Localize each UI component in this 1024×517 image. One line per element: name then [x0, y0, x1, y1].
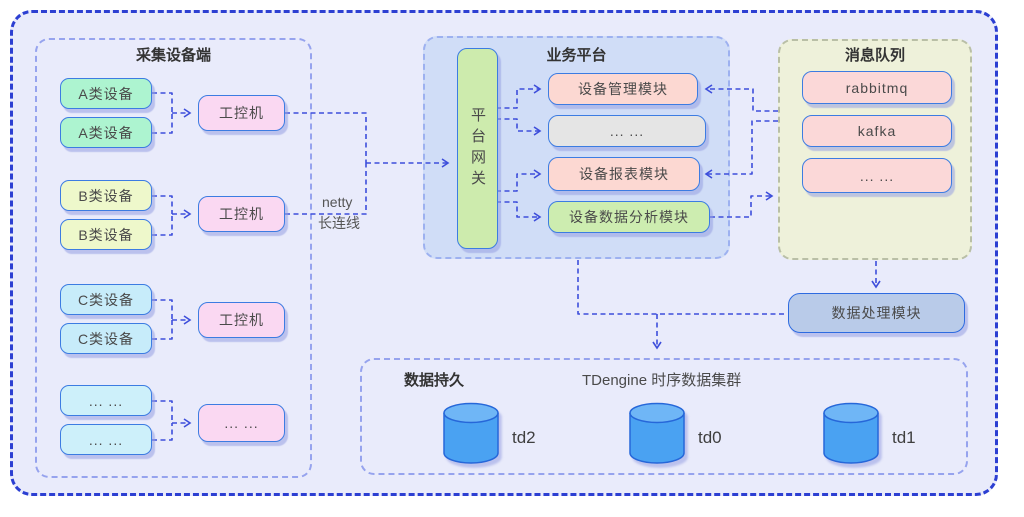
queue-panel-title: 消息队列 [844, 47, 905, 64]
business-panel-title: 业务平台 [546, 47, 607, 64]
queue-item-more: ... ... [802, 158, 952, 193]
database-icon [823, 402, 879, 464]
database-cylinder-td0 [628, 402, 686, 473]
ipc-box-more: ... ... [198, 404, 285, 442]
tdengine-cluster-label: TDengine 时序数据集群 [582, 372, 742, 389]
database-cylinder-td1 [822, 402, 880, 473]
module-device-report: 设备报表模块 [548, 157, 700, 191]
link-label: netty 长连线 [318, 192, 360, 234]
module-device-management: 设备管理模块 [548, 73, 698, 105]
device-box-b2: B类设备 [60, 219, 152, 250]
module-more: ... ... [548, 115, 706, 147]
db-label-td0: td0 [698, 428, 722, 447]
device-box-a1: A类设备 [60, 78, 152, 109]
ipc-box-3: 工控机 [198, 302, 285, 338]
queue-item-kafka: kafka [802, 115, 952, 147]
device-box-b1: B类设备 [60, 180, 152, 211]
persistence-title: 数据持久 [404, 372, 465, 389]
platform-gateway-label: 平台网关 [469, 106, 486, 191]
db-label-td2: td2 [512, 428, 536, 447]
device-box-c2: C类设备 [60, 323, 152, 354]
ipc-box-2: 工控机 [198, 196, 285, 232]
database-icon [629, 402, 685, 464]
queue-item-rabbitmq: rabbitmq [802, 71, 952, 104]
device-box-a2: A类设备 [60, 117, 152, 148]
ipc-box-1: 工控机 [198, 95, 285, 131]
module-device-analysis: 设备数据分析模块 [548, 201, 710, 233]
device-box-c1: C类设备 [60, 284, 152, 315]
db-label-td1: td1 [892, 428, 916, 447]
device-box-more1: ... ... [60, 385, 152, 416]
database-icon [443, 402, 499, 464]
link-mode: 长连线 [318, 215, 360, 231]
collector-panel-title: 采集设备端 [135, 47, 211, 64]
device-box-more2: ... ... [60, 424, 152, 455]
collector-panel [35, 38, 312, 478]
data-processing-module: 数据处理模块 [788, 293, 965, 333]
link-protocol: netty [322, 194, 353, 210]
platform-gateway: 平台网关 [457, 48, 498, 249]
persistence-panel [360, 358, 968, 475]
database-cylinder-td2 [442, 402, 500, 473]
